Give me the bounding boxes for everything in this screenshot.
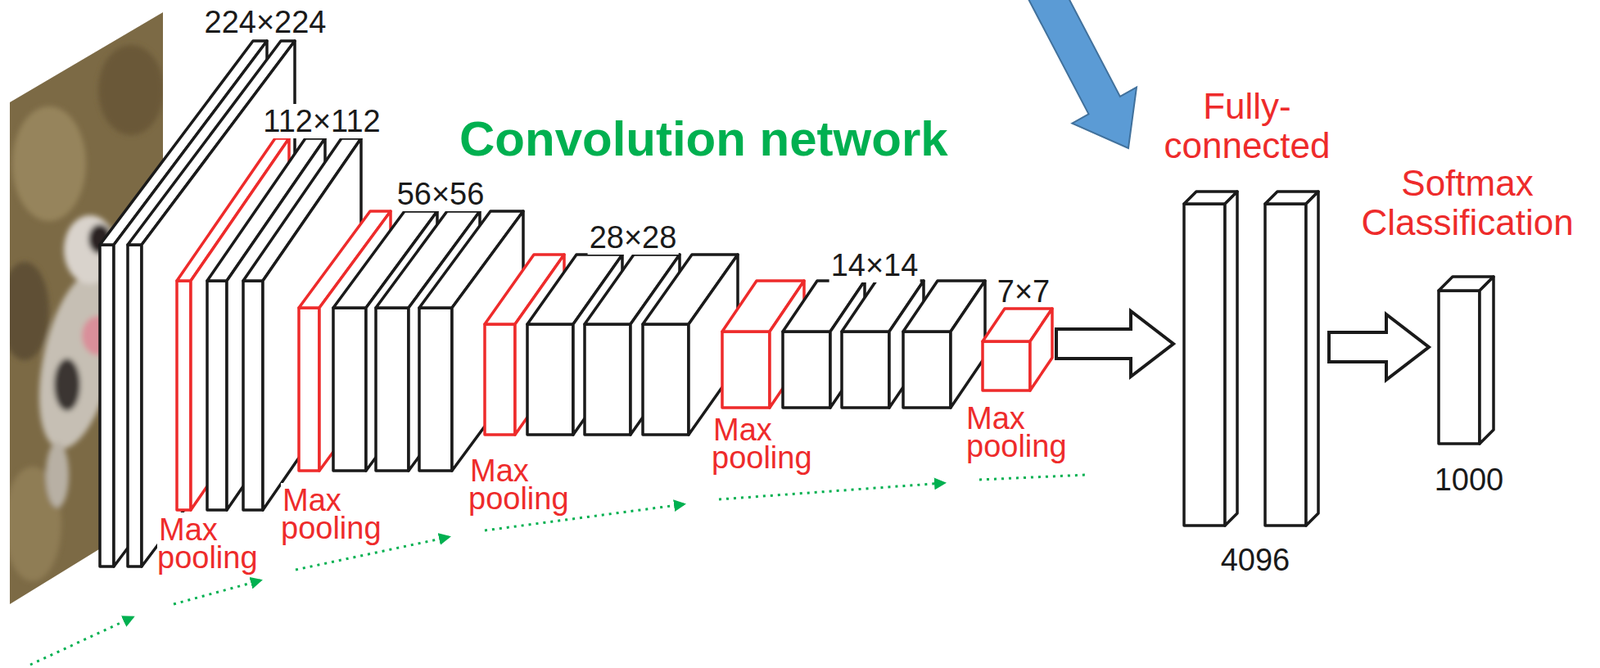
layer-face	[176, 280, 191, 511]
layer-face	[1479, 276, 1494, 444]
layer-face	[841, 331, 890, 408]
layer-face	[127, 244, 142, 567]
dotted-arrow	[979, 474, 1087, 480]
layer-face	[782, 331, 831, 408]
softmax-layer: Softmax Classification1000	[1438, 276, 1494, 444]
unit-count: 1000	[1419, 464, 1519, 496]
layer-face	[1224, 191, 1238, 526]
dotted-arrow	[173, 580, 261, 605]
block-arrow	[1056, 311, 1174, 377]
section-title: Convolution network	[459, 110, 949, 168]
layer-label: Max pooling	[157, 512, 260, 575]
photo-patch	[98, 45, 164, 136]
layer-face	[527, 324, 574, 435]
layer-outline	[1184, 191, 1319, 526]
label-holder: 56×56	[395, 178, 487, 210]
photo-patch	[12, 106, 86, 222]
layer-face	[375, 307, 409, 471]
layer-face	[1265, 203, 1307, 526]
layer-label: Max pooling	[966, 404, 1081, 461]
dog-patch	[54, 358, 81, 412]
layer-face	[484, 324, 516, 435]
layer-face	[1184, 203, 1225, 526]
layer-face	[584, 324, 631, 435]
conv-layer	[419, 211, 524, 471]
block-arrow	[1328, 314, 1429, 380]
pointer-arrow	[1025, 0, 1137, 149]
label-holder: Max pooling	[280, 486, 396, 543]
label-holder: 14×14	[829, 249, 921, 281]
size-label: 56×56	[395, 176, 487, 212]
layer-block	[1265, 191, 1319, 526]
layer-block	[982, 308, 1053, 391]
layer-face	[1438, 290, 1480, 444]
layer-face	[419, 307, 452, 471]
layer-outline	[1438, 276, 1494, 444]
layer-face	[451, 211, 524, 471]
size-label: 28×28	[587, 220, 679, 255]
layer-face	[298, 307, 320, 471]
layer-face	[243, 280, 263, 511]
dotted-arrow	[718, 483, 945, 500]
layer-label: Max pooling	[711, 412, 814, 475]
layer-stack	[99, 40, 986, 567]
layer-face	[950, 280, 986, 408]
label-holder: Max pooling	[157, 515, 272, 572]
dog-leg	[45, 442, 69, 508]
photo-patch	[0, 262, 50, 361]
layer-heading: Softmax Classification	[1352, 163, 1582, 244]
layer-block	[1438, 276, 1494, 444]
unit-count: 4096	[1206, 544, 1305, 576]
pooling-layer: 7×7Max pooling	[982, 308, 1053, 391]
layer-face	[903, 331, 951, 408]
size-label: 14×14	[829, 248, 921, 283]
label-holder: Max pooling	[711, 415, 827, 472]
label-holder: 112×112	[261, 105, 382, 137]
size-label: 112×112	[261, 103, 382, 139]
label-holder: 28×28	[587, 221, 679, 254]
fully-connected-layer: Fully- connected4096	[1184, 191, 1319, 526]
size-label: 224×224	[203, 4, 329, 40]
size-label: 7×7	[982, 275, 1065, 308]
layer-label: Max pooling	[280, 483, 384, 546]
conv-layer	[903, 280, 986, 408]
layer-label: Max pooling	[468, 453, 571, 516]
layer-face	[207, 280, 227, 511]
dotted-arrow	[30, 617, 133, 665]
layer-face	[1306, 191, 1319, 526]
layer-outline	[982, 308, 1053, 391]
layer-block	[1184, 191, 1238, 526]
layer-face	[642, 324, 689, 435]
label-holder: Max pooling	[468, 456, 584, 513]
layer-face	[1030, 308, 1053, 391]
label-holder: 224×224	[203, 6, 329, 38]
layer-face	[722, 331, 770, 408]
layer-face	[333, 307, 367, 471]
layer-face	[982, 341, 1031, 391]
layer-face	[99, 244, 114, 567]
layer-heading: Fully- connected	[1148, 86, 1346, 167]
